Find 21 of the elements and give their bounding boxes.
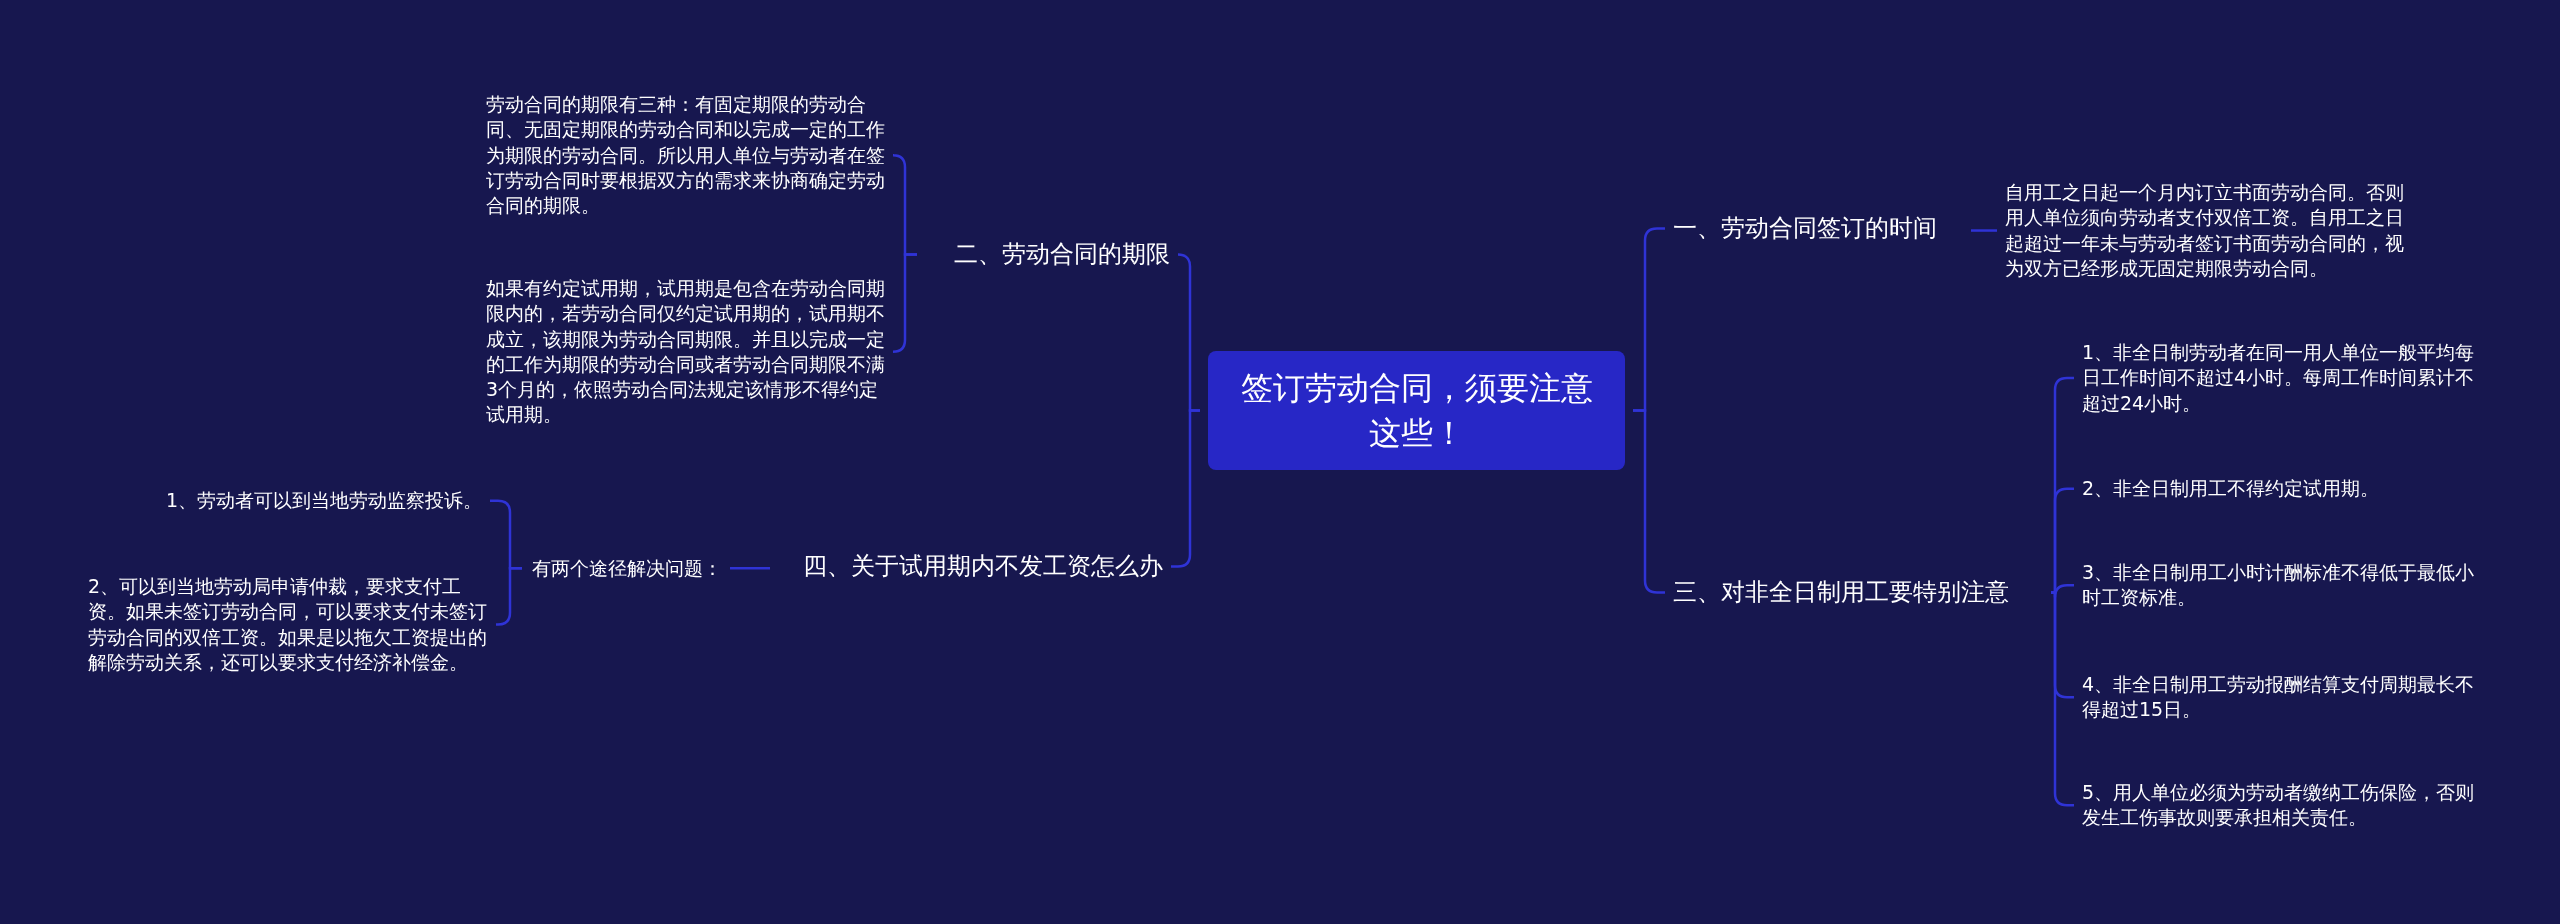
note-text: 2、可以到当地劳动局申请仲裁，要求支付工资。如果未签订劳动合同，可以要求支付未签订劳动合同的双倍工资。如果是以拖欠工资提出的解除劳动关系，还可以要求支付经济补偿金。 [88, 574, 488, 676]
note-text: 2、非全日制用工不得约定试用期。 [2082, 476, 2482, 502]
central-topic-box: 签订劳动合同，须要注意这些！ [1208, 351, 1625, 470]
note-text: 自用工之日起一个月内订立书面劳动合同。否则用人单位须向劳动者支付双倍工资。自用工之日起超过一年未与劳动者签订书面劳动合同的，视为双方已经形成无固定期限劳动合同。 [2005, 180, 2405, 282]
branch-topic-text: 有两个途径解决问题： [530, 556, 722, 581]
branch-topic-text: 一、劳动合同签订的时间 [1673, 213, 1963, 245]
note-text: 劳动合同的期限有三种：有固定期限的劳动合同、无固定期限的劳动合同和以完成一定的工作为期限的劳动合同。所以用人单位与劳动者在签订劳动合同时要根据双方的需求来协商确定劳动合同的期限。 [486, 92, 886, 219]
note-text: 5、用人单位必须为劳动者缴纳工伤保险，否则发生工伤事故则要承担相关责任。 [2082, 780, 2482, 831]
note-text: 4、非全日制用工劳动报酬结算支付周期最长不得超过15日。 [2082, 672, 2482, 723]
note-text: 3、非全日制用工小时计酬标准不得低于最低小时工资标准。 [2082, 560, 2482, 611]
note-text: 如果有约定试用期，试用期是包含在劳动合同期限内的，若劳动合同仅约定试用期的，试用期不成立，该期限为劳动合同期限。并且以完成一定的工作为期限的劳动合同或者劳动合同期限不满3个月的，依照劳动合同法规定该情形不得约定试用期。 [486, 276, 886, 428]
branch-topic-text: 二、劳动合同的期限 [925, 239, 1170, 271]
connector-line [730, 567, 770, 570]
connector-line [1971, 229, 1997, 232]
connector-line [496, 567, 522, 626]
branch-topic-text: 四、关于试用期内不发工资怎么办 [778, 551, 1163, 583]
note-text: 1、非全日制劳动者在同一用人单位一般平均每日工作时间不超过4小时。每周工作时间累计不超过24小时。 [2082, 340, 2482, 416]
note-text: 1、劳动者可以到当地劳动监察投诉。 [120, 488, 482, 514]
connector-line [891, 253, 917, 354]
connector-line [2051, 487, 2074, 594]
branch-topic-text: 三、对非全日制用工要特别注意 [1673, 577, 2043, 609]
